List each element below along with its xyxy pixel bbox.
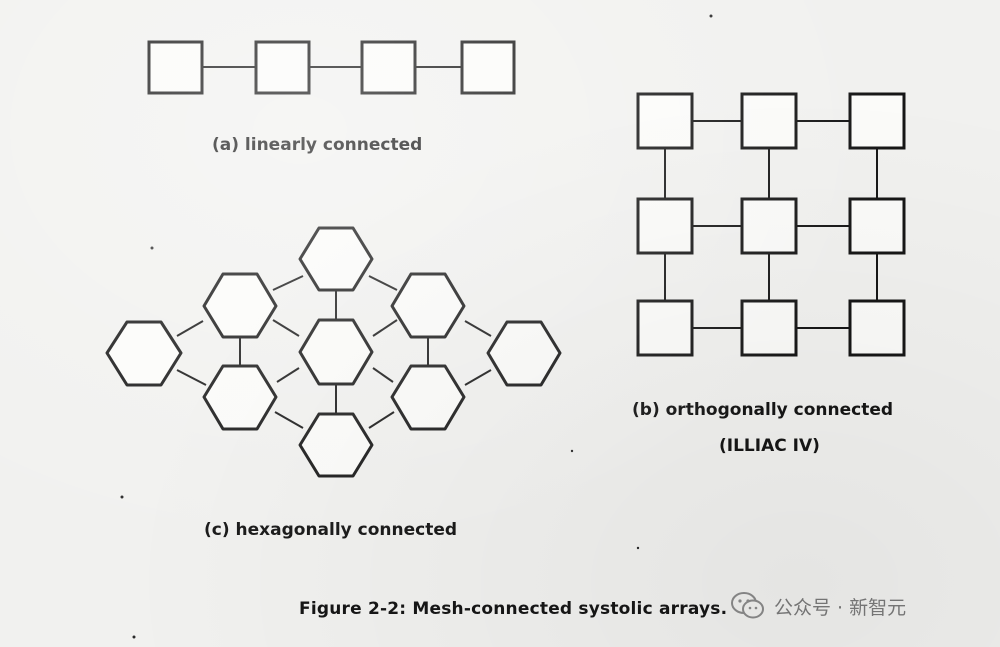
hexagonal-cell xyxy=(298,226,374,292)
scan-speck xyxy=(150,246,154,250)
scan-speck xyxy=(132,635,136,639)
hexagonal-cell xyxy=(390,272,466,339)
caption-orthogonal: (b) orthogonally connected xyxy=(632,400,894,420)
orthogonal-cell xyxy=(636,92,694,150)
watermark: 公众号 · 新智元 xyxy=(730,588,906,624)
linear-cell xyxy=(254,40,311,95)
linear-cell xyxy=(147,40,204,95)
hexagonal-link xyxy=(372,367,394,383)
linear-cell xyxy=(460,40,516,95)
hexagonal-cell xyxy=(298,318,374,386)
hexagonal-cell xyxy=(202,272,278,339)
scan-speck xyxy=(120,495,124,499)
hexagonal-link xyxy=(368,275,398,291)
scan-speck xyxy=(570,449,574,453)
orthogonal-cell xyxy=(848,299,906,357)
hexagonal-link xyxy=(274,411,304,429)
hexagonal-cell xyxy=(202,364,278,431)
hexagonal-link xyxy=(176,320,204,337)
hexagonal-cell xyxy=(390,364,466,431)
linear-array xyxy=(147,40,516,95)
hexagonal-link xyxy=(464,369,492,386)
orthogonal-cell xyxy=(848,92,906,150)
hexagonal-link xyxy=(176,369,207,386)
hexagonal-link xyxy=(464,320,492,337)
hexagonal-link xyxy=(368,411,395,429)
scan-speck xyxy=(709,14,713,18)
orthogonal-cell xyxy=(848,197,906,255)
caption-illiac: (ILLIAC IV) xyxy=(719,436,820,456)
scan-speck xyxy=(636,546,640,550)
orthogonal-cell xyxy=(740,299,798,357)
orthogonal-array xyxy=(636,92,906,357)
hexagonal-link xyxy=(272,319,300,337)
hexagonal-link xyxy=(272,275,304,291)
orthogonal-cell xyxy=(636,299,694,357)
wechat-icon xyxy=(731,592,764,619)
hexagonal-cell xyxy=(486,320,562,387)
orthogonal-cell xyxy=(636,197,694,255)
caption-linear: (a) linearly connected xyxy=(212,135,423,155)
linear-cell xyxy=(360,40,417,95)
caption-hexagonal: (c) hexagonally connected xyxy=(204,520,458,540)
figure-caption: Figure 2-2: Mesh-connected systolic arra… xyxy=(299,599,728,619)
orthogonal-cell xyxy=(740,92,798,150)
watermark-text: 公众号 · 新智元 xyxy=(774,596,907,619)
hexagonal-cell xyxy=(298,412,374,478)
hexagonal-array xyxy=(105,226,562,478)
orthogonal-cell xyxy=(740,197,798,255)
hexagonal-link xyxy=(372,319,398,337)
scan-specks xyxy=(120,14,713,639)
hexagonal-link xyxy=(276,367,300,383)
hexagonal-cell xyxy=(105,320,183,387)
